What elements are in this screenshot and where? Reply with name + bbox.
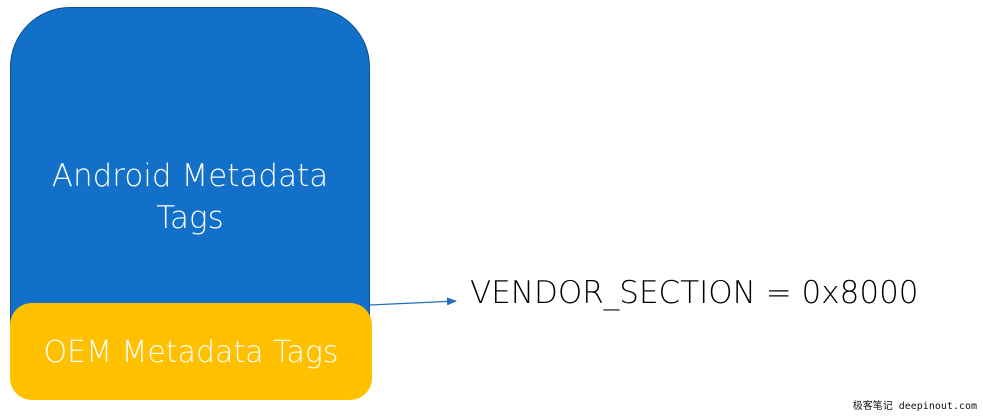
android-metadata-block (10, 7, 370, 337)
oem-metadata-block (10, 303, 372, 400)
arrow-line (369, 297, 457, 306)
vendor-section-label: VENDOR_SECTION = 0x8000 (470, 275, 919, 311)
android-metadata-label: Android Metadata Tags (10, 155, 370, 239)
oem-metadata-label: OEM Metadata Tags (43, 335, 339, 370)
watermark-text: 极客笔记 deepinout.com (852, 401, 977, 412)
android-metadata-label-line1: Android Metadata (51, 158, 329, 194)
android-metadata-label-line2: Tags (156, 200, 224, 236)
